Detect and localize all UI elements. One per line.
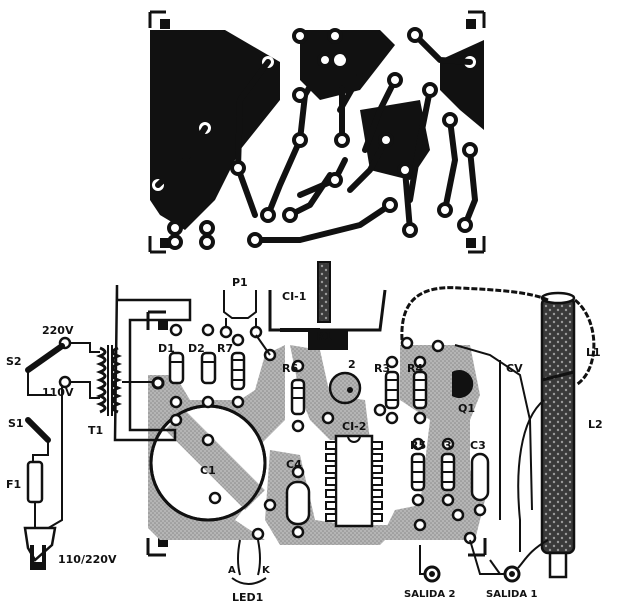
t1-transformer <box>113 284 192 442</box>
label-mains: 110/220V <box>58 553 117 566</box>
label-l2: L2 <box>588 418 603 431</box>
label-t1: T1 <box>88 424 103 437</box>
label-ci2: CI-2 <box>342 420 366 433</box>
salida2-jack <box>423 565 441 583</box>
salida1-jack <box>503 565 521 583</box>
label-c3: C3 <box>470 439 486 452</box>
label-p1: P1 <box>232 276 248 289</box>
q1-transistor <box>452 370 474 399</box>
label-r7: R7 <box>217 342 233 355</box>
l1-l2-coil <box>540 291 576 579</box>
r5-resistor <box>410 437 426 507</box>
label-110v: 110V <box>42 386 74 399</box>
r6-resistor <box>290 359 306 433</box>
label-led1: LED1 <box>232 591 263 604</box>
label-r4: R4 <box>407 362 423 375</box>
c3-capacitor <box>470 452 490 502</box>
label-r3: R3 <box>374 362 390 375</box>
f1-fuse <box>26 460 44 504</box>
label-f1: F1 <box>6 478 21 491</box>
label-r1: R1 <box>316 330 332 343</box>
label-d2: D2 <box>188 342 205 355</box>
ci1-regulator-body <box>328 371 362 405</box>
d2-diode <box>200 323 217 409</box>
labels: CI-1 P1 220V S2 110V T1 S1 F1 110/220V D… <box>6 276 603 604</box>
d1-diode <box>168 323 185 409</box>
label-q1: Q1 <box>458 402 475 415</box>
label-c1: C1 <box>200 464 216 477</box>
label-r5: R5 <box>410 439 426 452</box>
label-d1: D1 <box>158 342 175 355</box>
label-c4: C4 <box>286 458 302 471</box>
label-num2: 2 <box>348 358 356 371</box>
c4-capacitor <box>285 480 311 526</box>
r4-resistor <box>412 355 428 425</box>
label-salida2: SALIDA 2 <box>404 589 456 600</box>
label-num3: 3 <box>444 439 452 452</box>
mains-plug <box>23 526 57 570</box>
ci2-ic <box>325 434 383 528</box>
label-220v: 220V <box>42 324 74 337</box>
label-r6: R6 <box>282 362 298 375</box>
label-s1: S1 <box>8 417 24 430</box>
label-salida1: SALIDA 1 <box>486 589 538 600</box>
label-l1: L1 <box>586 346 601 359</box>
r3-resistor <box>384 355 400 425</box>
r2-resistor <box>440 437 456 507</box>
label-cv: CV <box>506 362 523 375</box>
label-anode: A <box>228 565 236 576</box>
r7-resistor <box>230 333 246 409</box>
component-side-board <box>23 261 596 585</box>
label-cathode: K <box>262 565 271 576</box>
label-s2: S2 <box>6 355 22 368</box>
copper-side-board <box>148 10 486 254</box>
label-ci1: CI-1 <box>282 290 306 303</box>
